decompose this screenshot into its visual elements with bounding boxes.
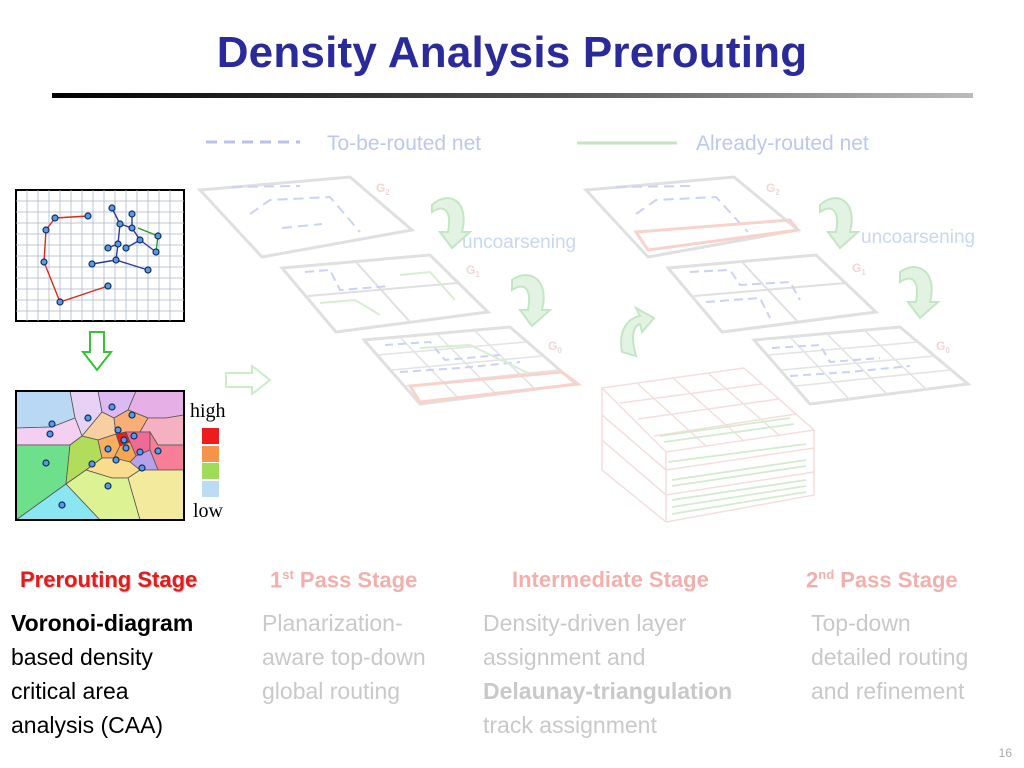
stage-intermediate: Intermediate Stage bbox=[512, 567, 709, 592]
uncoarsening-arrows-left bbox=[431, 197, 553, 328]
legend-already-routed: Already-routed net bbox=[696, 132, 869, 155]
uncoarsening-label-left: uncoarsening bbox=[462, 232, 576, 253]
stage-second-pass: 2nd Pass Stage bbox=[806, 567, 958, 593]
first-pass-stack: G2 G1 G0 bbox=[196, 175, 582, 406]
g0-label-right: G0 bbox=[936, 339, 950, 355]
desc-intermediate-line3: Delaunay-triangulation bbox=[483, 678, 733, 704]
g2-label-right: G2 bbox=[766, 181, 780, 197]
right-arrow bbox=[225, 363, 272, 397]
density-swatch-blue bbox=[202, 481, 219, 497]
desc-intermediate: Density-driven layer assignment and Dela… bbox=[483, 606, 732, 742]
layer-assignment-box bbox=[600, 367, 816, 523]
desc-prerouting-line1: Voronoi-diagram bbox=[11, 610, 194, 636]
desc-second-pass-line1: Top-down bbox=[811, 610, 911, 636]
g2-label-left: G2 bbox=[376, 181, 390, 197]
desc-prerouting-line4: analysis (CAA) bbox=[11, 712, 164, 738]
down-arrow bbox=[80, 331, 114, 372]
second-pass-stack: G2 G1 G0 bbox=[582, 175, 972, 406]
desc-prerouting-line3: critical area bbox=[11, 678, 129, 704]
desc-prerouting: Voronoi-diagram based density critical a… bbox=[11, 606, 193, 742]
density-high-label: high bbox=[190, 400, 226, 422]
uncoarsening-arrows-right bbox=[819, 197, 941, 320]
prerouting-grid bbox=[15, 189, 185, 322]
voronoi-map bbox=[14, 390, 185, 521]
density-low-label: low bbox=[193, 500, 224, 522]
second-pass-ordinal: nd bbox=[818, 567, 835, 582]
density-swatch-green bbox=[202, 463, 219, 479]
slide-title: Density Analysis Prerouting bbox=[216, 28, 808, 77]
stage-first-pass: 1st Pass Stage bbox=[270, 567, 417, 593]
desc-first-pass-line2: aware top-down bbox=[262, 644, 426, 670]
first-pass-number: 1 bbox=[270, 567, 283, 593]
desc-intermediate-line1: Density-driven layer bbox=[483, 610, 687, 636]
first-pass-text: Pass Stage bbox=[293, 567, 418, 593]
g1-label-right: G1 bbox=[852, 261, 866, 277]
desc-first-pass: Planarization- aware top-down global rou… bbox=[262, 606, 426, 708]
second-pass-text: Pass Stage bbox=[834, 567, 958, 593]
stage-prerouting: Prerouting Stage bbox=[20, 567, 198, 592]
desc-intermediate-line4: track assignment bbox=[483, 712, 657, 738]
g0-label-left: G0 bbox=[548, 339, 562, 355]
title-divider bbox=[52, 93, 973, 98]
density-swatch-orange bbox=[202, 446, 219, 462]
desc-intermediate-line2: assignment and bbox=[483, 644, 646, 670]
desc-first-pass-line1: Planarization- bbox=[262, 610, 403, 636]
desc-second-pass-line2: detailed routing bbox=[811, 644, 969, 670]
legend-to-be-routed: To-be-routed net bbox=[327, 132, 481, 155]
desc-second-pass: Top-down detailed routing and refinement bbox=[811, 606, 968, 708]
desc-first-pass-line3: global routing bbox=[262, 678, 401, 704]
desc-prerouting-line2: based density bbox=[11, 644, 153, 670]
up-curved-arrow bbox=[620, 305, 656, 358]
g1-label-left: G1 bbox=[466, 263, 480, 279]
first-pass-ordinal: st bbox=[282, 567, 294, 582]
uncoarsening-label-right: uncoarsening bbox=[861, 227, 975, 248]
page-number: 16 bbox=[998, 746, 1012, 760]
second-pass-number: 2 bbox=[806, 567, 819, 593]
desc-second-pass-line3: and refinement bbox=[811, 678, 965, 704]
density-swatch-red bbox=[202, 428, 219, 444]
